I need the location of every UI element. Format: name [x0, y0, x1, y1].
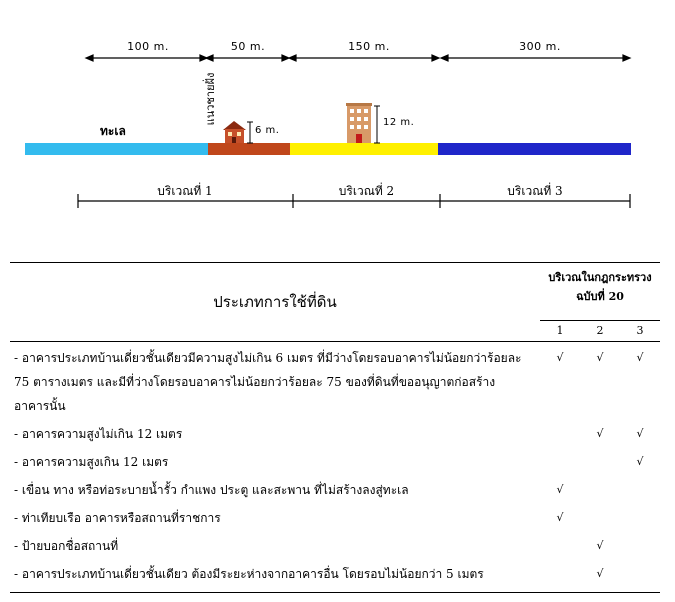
tick-zone3: √ — [636, 427, 644, 440]
tick-zone3: √ — [636, 455, 644, 468]
tick-zone1 — [540, 562, 580, 586]
row-text: - ท่าเทียบเรือ อาคารหรือสถานที่ราชการ — [14, 511, 221, 525]
table-row: - ท่าเทียบเรือ อาคารหรือสถานที่ราชการ √ — [10, 506, 660, 530]
land-use-table: ประเภทการใช้ที่ดิน บริเวณในกฎกระทรวง ฉบั… — [10, 262, 660, 593]
tick-zone1: √ — [556, 351, 564, 364]
zone-group-header: บริเวณในกฎกระทรวง ฉบับที่ 20 — [540, 262, 660, 321]
tick-zone1 — [540, 450, 580, 474]
table-row: - อาคารประเภทบ้านเดี่ยวชั้นเดียวมีความสู… — [10, 346, 660, 418]
building-height-label: 12 m. — [383, 117, 415, 128]
table-row: - อาคารประเภทบ้านเดี่ยวชั้นเดียว ต้องมีร… — [10, 562, 660, 586]
table-row: - ป้ายบอกชื่อสถานที่ √ — [10, 534, 660, 558]
row-text: - อาคารประเภทบ้านเดี่ยวชั้นเดียว ต้องมีร… — [14, 567, 484, 581]
tick-zone3 — [620, 506, 660, 530]
row-text: - ป้ายบอกชื่อสถานที่ — [14, 539, 119, 553]
tick-zone3 — [620, 534, 660, 558]
row-text: - อาคารความสูงเกิน 12 เมตร — [14, 455, 169, 469]
distance-label-150m: 150 m. — [348, 40, 390, 53]
table-top-rule — [10, 262, 660, 263]
tick-zone2: √ — [596, 539, 604, 552]
tick-zone1 — [540, 422, 580, 446]
land-use-header: ประเภทการใช้ที่ดิน — [213, 292, 337, 311]
tick-zone3: √ — [636, 351, 644, 364]
tick-zone2 — [580, 506, 620, 530]
tick-zone3 — [620, 562, 660, 586]
setback-diagram — [25, 54, 632, 208]
row-text: - อาคารความสูงไม่เกิน 12 เมตร — [14, 427, 183, 441]
zone-2-label: บริเวณที่ 2 — [338, 184, 395, 198]
zone2-strip — [290, 143, 438, 155]
zone-1-label: บริเวณที่ 1 — [157, 184, 213, 198]
tick-zone1: √ — [556, 511, 564, 524]
house-icon — [223, 121, 246, 143]
tick-zone3 — [620, 478, 660, 502]
tick-zone2 — [580, 450, 620, 474]
table-bottom-rule — [10, 586, 660, 593]
coastline-label: แนวชายฝั่ง — [204, 72, 217, 126]
tick-zone2: √ — [596, 427, 604, 440]
distance-label-100m: 100 m. — [127, 40, 169, 53]
building-icon — [346, 103, 372, 143]
table-row: - อาคารความสูงเกิน 12 เมตร √ — [10, 450, 660, 474]
tick-zone2 — [580, 478, 620, 502]
sea-strip — [25, 143, 208, 155]
row-text: - อาคารประเภทบ้านเดี่ยวชั้นเดียวมีความสู… — [14, 351, 522, 413]
zone1-strip — [208, 143, 290, 155]
row-text: - เขื่อน ทาง หรือท่อระบายน้ำรั้ว กำแพง ป… — [14, 483, 409, 497]
tick-zone2: √ — [596, 351, 604, 364]
table-row: - เขื่อน ทาง หรือท่อระบายน้ำรั้ว กำแพง ป… — [10, 478, 660, 502]
zone-number-1: 1 — [556, 324, 564, 337]
zone-3-label: บริเวณที่ 3 — [507, 184, 563, 198]
distance-label-50m: 50 m. — [230, 40, 266, 53]
sea-label: ทะเล — [100, 124, 126, 138]
tick-zone1 — [540, 534, 580, 558]
table-row: - อาคารความสูงไม่เกิน 12 เมตร √ √ — [10, 422, 660, 446]
zone3-strip — [438, 143, 631, 155]
tick-zone2: √ — [596, 567, 604, 580]
distance-label-300m: 300 m. — [519, 40, 561, 53]
zone-number-3: 3 — [636, 324, 644, 337]
zone-number-2: 2 — [596, 324, 604, 337]
house-height-label: 6 m. — [255, 125, 280, 136]
tick-zone1: √ — [556, 483, 564, 496]
